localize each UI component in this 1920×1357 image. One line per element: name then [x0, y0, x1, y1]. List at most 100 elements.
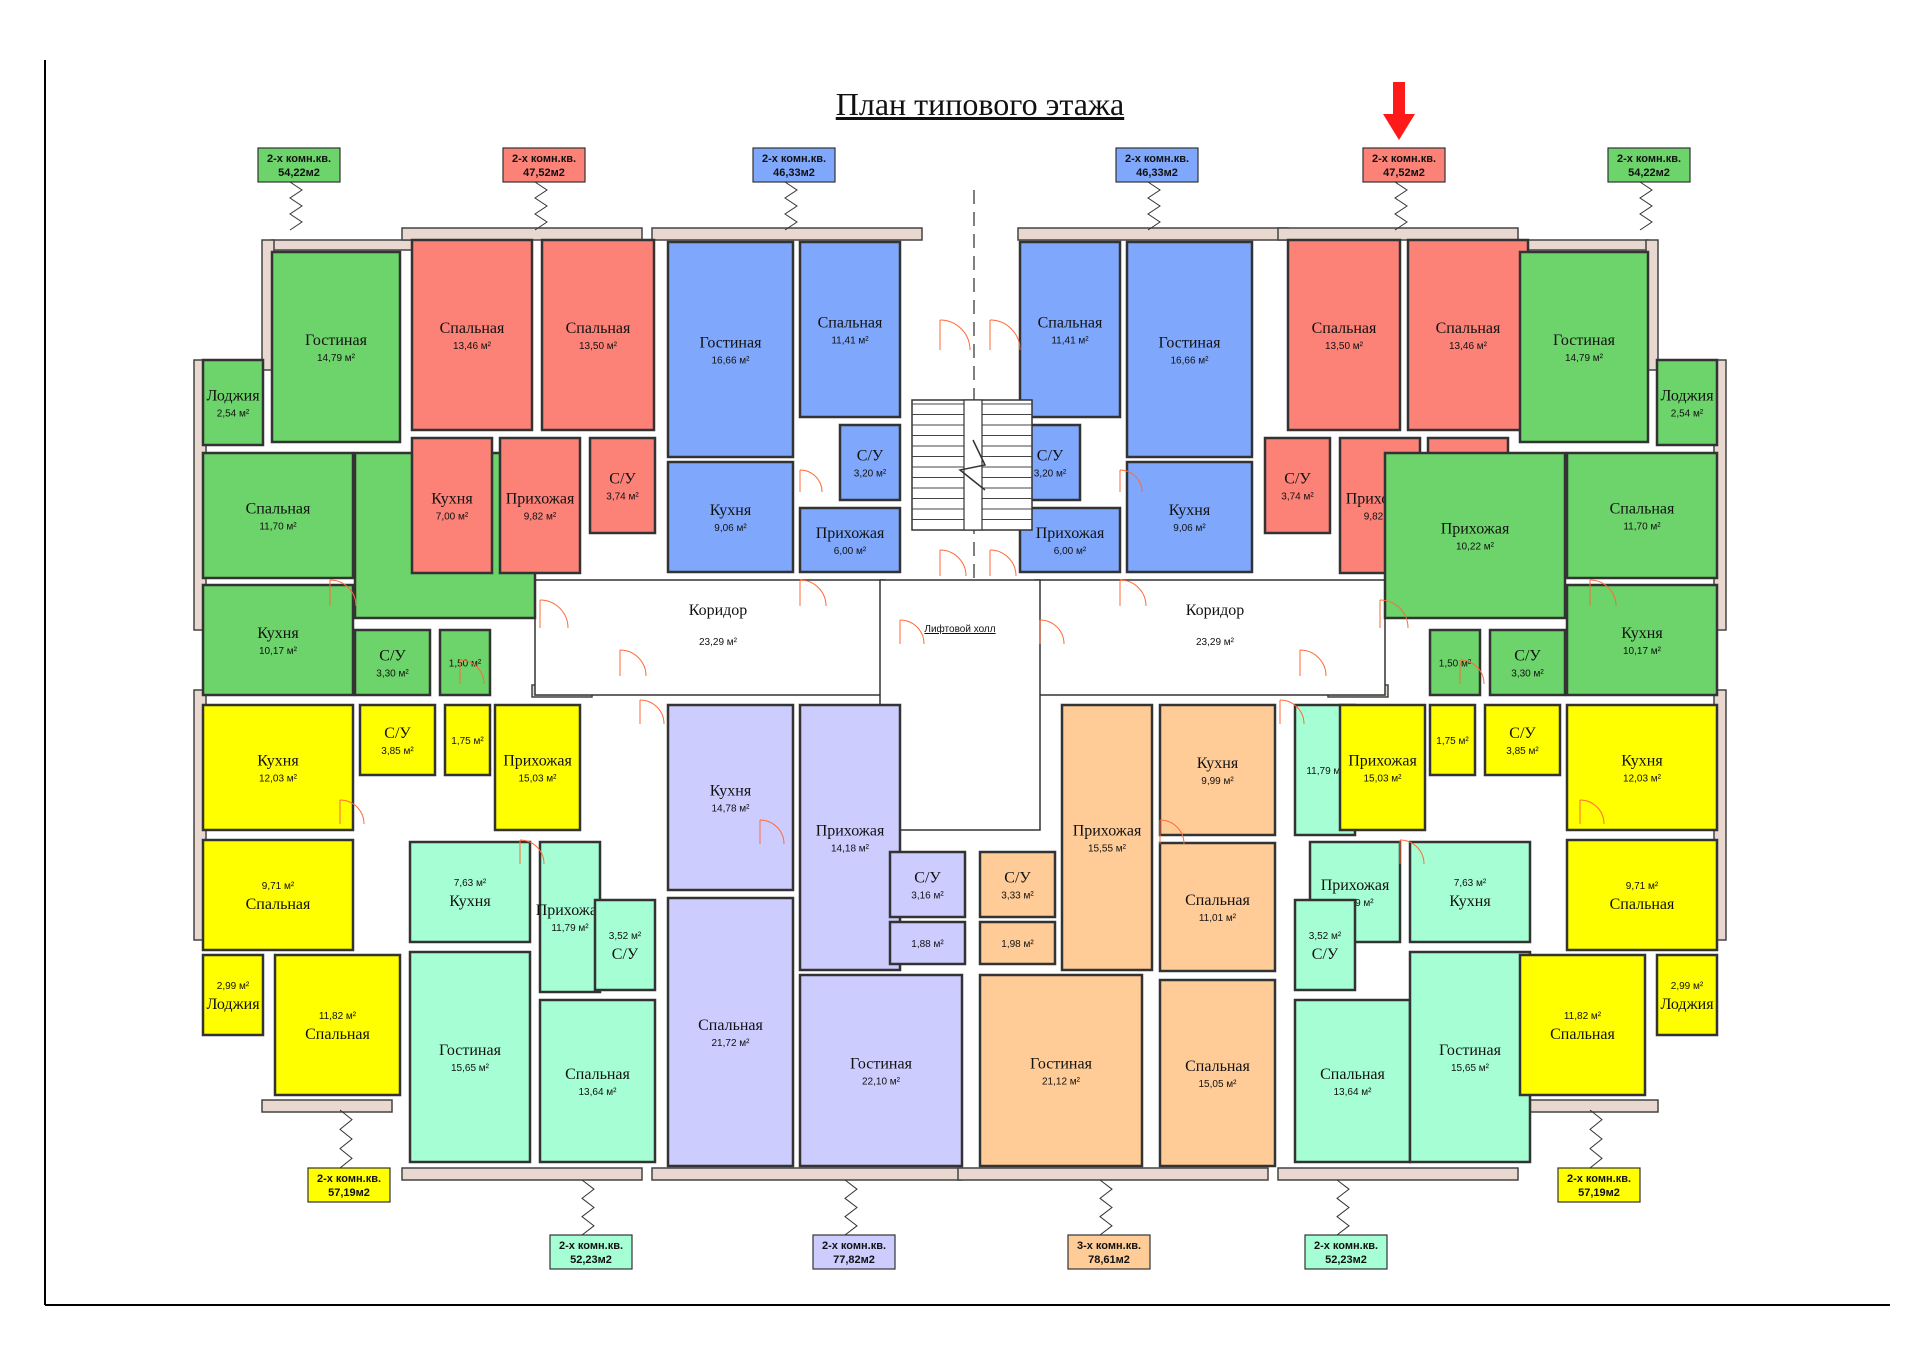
room-area: 7,63 м²: [454, 878, 487, 889]
tag-leader: [289, 181, 303, 231]
tag-type: 2-х комн.кв.: [267, 153, 331, 165]
corridor-area: 23,29 м²: [699, 637, 738, 648]
room-area: 3,33 м²: [1001, 891, 1034, 902]
room-area: 13,50 м²: [1325, 341, 1364, 352]
room-fill: [1408, 840, 1532, 944]
room-name: Спальная: [246, 501, 311, 518]
door-swing: [1119, 469, 1143, 493]
door-swing: [899, 619, 925, 645]
room-area: 11,01 м²: [1199, 913, 1237, 924]
corridor-right: [1034, 579, 1386, 696]
tag-type: 2-х комн.кв.: [1125, 153, 1189, 165]
door-swing: [539, 599, 569, 629]
apartment-tag: 2-х комн.кв.77,82м2: [812, 1179, 896, 1270]
wall-segment: [1277, 227, 1519, 241]
tag-leader: [1336, 1179, 1350, 1236]
room: Спальная 11,70 м²: [201, 451, 355, 580]
stair-well: [963, 399, 983, 531]
door-swing: [1279, 699, 1305, 725]
room-area: 10,17 м²: [1623, 646, 1662, 657]
tag-leader: [581, 1179, 595, 1236]
door-swing: [799, 579, 827, 607]
room-fill: [498, 436, 582, 575]
tag-area: 54,22м2: [1628, 167, 1670, 179]
apartment-tag: 2-х комн.кв.47,52м2: [502, 147, 586, 231]
apartment-tag: 2-х комн.кв.54,22м2: [257, 147, 341, 231]
door-swing: [1399, 839, 1425, 865]
room-area: 1,98 м²: [1001, 939, 1034, 950]
room-area: 14,79 м²: [317, 353, 356, 364]
room-name: Гостиная: [305, 332, 368, 349]
room-name: Прихожая: [816, 823, 885, 840]
door-swing: [1459, 659, 1485, 685]
room-area: 11,70 м²: [259, 522, 297, 533]
room-name: Спальная: [1312, 320, 1377, 337]
room-fill: [1158, 703, 1277, 837]
door-swing: [329, 579, 357, 607]
door-swing: [1579, 799, 1605, 825]
room-name: Спальная: [246, 896, 311, 913]
room-fill: [201, 451, 355, 580]
room-area: 9,71 м²: [262, 881, 295, 892]
tag-leader: [1639, 181, 1653, 231]
apartment-tag: 2-х комн.кв.57,19м2: [307, 1109, 391, 1203]
room-name: С/У: [1004, 870, 1031, 887]
room-fill: [888, 850, 967, 919]
room-name: С/У: [612, 946, 639, 963]
room: С/У3,20 м²: [1018, 423, 1082, 502]
room-name: С/У: [1509, 725, 1536, 742]
tag-box: [752, 147, 836, 183]
room: С/У3,30 м²: [1488, 628, 1567, 697]
room-name: Гостиная: [700, 335, 763, 352]
room-area: 22,10 м²: [862, 1077, 901, 1088]
apartment-tag: 2-х комн.кв.52,23м2: [549, 1179, 633, 1270]
apartment-tag: 3-х комн.кв. 78,61м2: [1067, 1179, 1151, 1270]
room: С/У3,85 м²: [358, 703, 437, 777]
room-fill: [666, 460, 795, 574]
tag-type: 3-х комн.кв.: [1077, 1240, 1141, 1252]
room-name: Спальная: [1436, 320, 1501, 337]
room-name: Кухня: [710, 783, 752, 800]
room-name: Лоджия: [1660, 388, 1714, 405]
room-area: 3,85 м²: [1506, 746, 1539, 757]
room-name: Спальная: [1320, 1066, 1385, 1083]
wall-segment: [1527, 1099, 1659, 1113]
room-name: Спальная: [565, 1066, 630, 1083]
door-swing: [1299, 649, 1327, 677]
room-fill: [588, 436, 657, 535]
tag-type: 2-х комн.кв.: [762, 153, 826, 165]
room-area: 6,00 м²: [1054, 546, 1087, 557]
door-swing: [619, 649, 647, 677]
room-name: Кухня: [1169, 502, 1211, 519]
wall-segment: [651, 1167, 963, 1181]
room: 1,98 м²: [978, 920, 1057, 966]
tag-box: [257, 147, 341, 183]
tag-box: [502, 147, 586, 183]
room-fill: [1518, 953, 1647, 1097]
apartment-tag: 2-х комн.кв.46,33м2: [752, 147, 836, 231]
room: С/У3,52 м²: [593, 898, 657, 992]
room-area: 3,85 м²: [381, 746, 414, 757]
tag-box: [1557, 1167, 1641, 1203]
room-name: Прихожая: [1348, 753, 1417, 770]
room-name: Кухня: [1621, 625, 1663, 642]
room-area: 3,74 м²: [606, 492, 639, 503]
room-name: Спальная: [440, 320, 505, 337]
room: Спальная 9,71 м²: [201, 838, 355, 952]
room-fill: [798, 240, 902, 419]
room-fill: [353, 628, 432, 697]
tag-box: [1304, 1234, 1388, 1270]
tag-type: 2-х комн.кв.: [1372, 153, 1436, 165]
apartment-tag: 2-х комн.кв.52,23м2: [1304, 1179, 1388, 1270]
tag-area: 78,61м2: [1088, 1254, 1130, 1266]
room-name: Спальная: [1185, 1058, 1250, 1075]
room-name: Кухня: [431, 491, 473, 508]
